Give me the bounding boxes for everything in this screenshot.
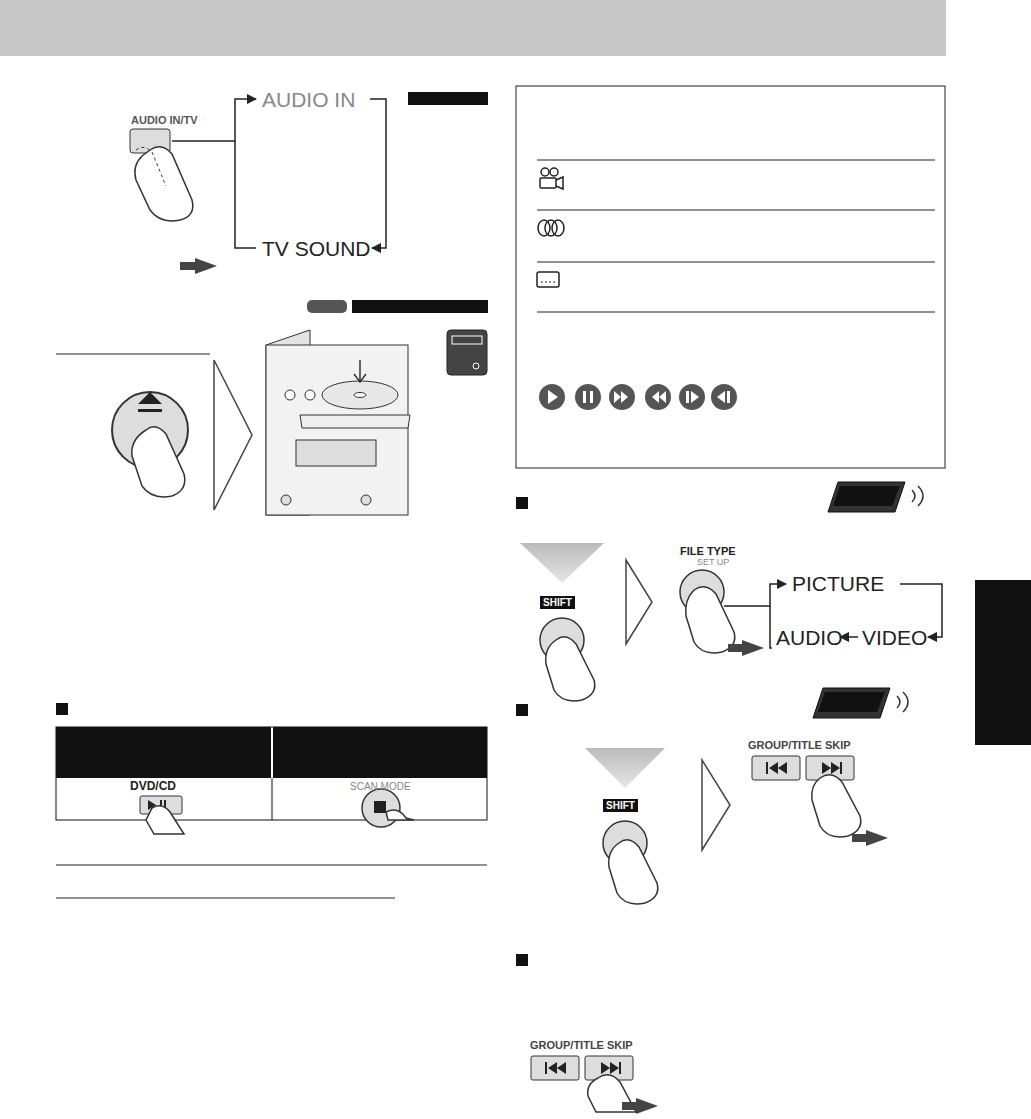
- button-label: FILE TYPE: [680, 545, 736, 557]
- button-label: SCAN MODE: [350, 781, 411, 792]
- side-tab: [975, 580, 1031, 745]
- indicator-icon: [447, 330, 487, 375]
- mode-label: VIDEO: [862, 626, 927, 649]
- step-arrow: [626, 560, 652, 644]
- hand: [132, 427, 185, 497]
- table-header: [56, 727, 487, 778]
- audio-icon: [538, 220, 564, 236]
- header-bar: [0, 0, 946, 56]
- unit-illustration: [266, 330, 410, 515]
- info-panel: [516, 86, 945, 468]
- hand: [146, 806, 184, 834]
- step-arrow: [702, 760, 730, 850]
- hand: [386, 810, 414, 820]
- button-label: GROUP/TITLE SKIP: [530, 1039, 633, 1051]
- mode-mark: [408, 92, 488, 105]
- hand: [135, 147, 193, 221]
- mode-label: PICTURE: [792, 572, 884, 595]
- disc-mark: [307, 300, 347, 313]
- hand: [546, 637, 595, 701]
- button-label: AUDIO IN/TV: [131, 114, 198, 126]
- mode-label: AUDIO IN: [262, 88, 355, 111]
- button-label: DVD/CD: [130, 780, 176, 793]
- bullet: [516, 954, 528, 966]
- hand: [609, 840, 658, 904]
- remote-icon: [828, 482, 923, 512]
- mode-label: AUDIO: [776, 626, 843, 649]
- mode-mark: [352, 300, 488, 313]
- bullet: [516, 497, 528, 509]
- shift-arrow: [520, 543, 604, 583]
- eject-symbol: [138, 392, 162, 412]
- shift-arrow: [585, 748, 665, 788]
- bullet: [516, 704, 528, 716]
- button-label: GROUP/TITLE SKIP: [748, 739, 851, 751]
- hand: [686, 587, 735, 653]
- press-arrow: [180, 258, 217, 274]
- press-arrow: [852, 830, 888, 846]
- skip-back-button: [531, 1056, 579, 1080]
- press-arrow: [622, 1098, 658, 1114]
- shift-label: SHIFT: [540, 596, 575, 609]
- skip-back-button: [752, 756, 800, 780]
- mode-label: TV SOUND: [262, 237, 371, 260]
- subtitle-icon: [537, 272, 559, 287]
- remote-icon: [813, 688, 908, 718]
- table: [56, 727, 487, 820]
- angle-icon: [540, 168, 563, 189]
- playback-icons: [539, 384, 737, 410]
- shift-label: SHIFT: [603, 799, 638, 812]
- hand: [812, 775, 861, 837]
- bullet: [56, 703, 68, 715]
- step-arrow: [214, 360, 252, 510]
- press-arrow: [728, 640, 764, 656]
- stop-button: [362, 789, 400, 827]
- button-label: SET UP: [697, 558, 729, 568]
